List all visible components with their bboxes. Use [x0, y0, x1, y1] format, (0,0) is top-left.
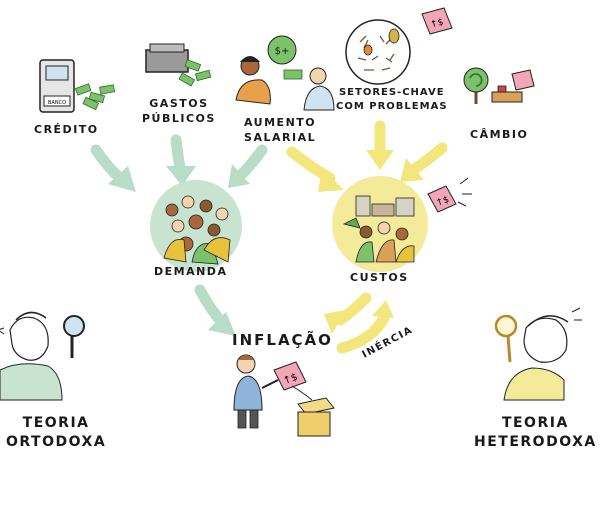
price-tag-setores-text: ↑$ [429, 17, 444, 30]
orthodox-economist-illustration [0, 311, 85, 401]
inflation-man-illustration [233, 354, 279, 429]
arrow-inercia-loop-head [372, 300, 394, 318]
price-tag-inflacao-icon: ↑$ [273, 361, 313, 401]
arrow-credito-to-demanda-head [108, 166, 136, 192]
price-tag-inflacao-text: ↑$ [282, 372, 300, 387]
arrow-custos-to-inflacao [334, 292, 372, 326]
speech-bubble-money: $+ [275, 46, 290, 57]
price-tag-custos-icon: ↑$ [427, 177, 472, 213]
exchange-rate-icon [463, 67, 535, 104]
arrow-gastos-to-demanda-head [166, 166, 196, 186]
arrow-gastos-to-demanda [170, 134, 186, 174]
atm-label: BANCO [48, 100, 66, 106]
label-credito-text: CRÉDITO [34, 123, 99, 136]
arrow-aumento-to-demanda [236, 144, 268, 180]
box-icon [297, 397, 335, 437]
label-demanda: DEMANDA [154, 265, 227, 280]
demand-arrows [90, 134, 268, 336]
label-setores-line1: SETORES-CHAVE [338, 87, 445, 98]
arrow-aumento-to-custos-head [318, 168, 344, 192]
heterodox-economist-illustration [494, 307, 582, 401]
money-printer-icon [145, 43, 212, 87]
arrow-aumento-to-demanda-head [228, 164, 250, 188]
label-cambio-text: CÂMBIO [470, 128, 529, 141]
label-aumento-salarial: AUMENTO SALARIAL [244, 116, 316, 146]
arrow-demanda-to-inflacao [194, 284, 228, 328]
label-demanda-text: DEMANDA [154, 265, 228, 278]
price-tag-setores-icon: ↑$ [421, 7, 453, 35]
demand-crowd-illustration [150, 180, 242, 272]
arrow-cambio-to-custos [410, 142, 448, 174]
label-credito: CRÉDITO [34, 123, 99, 138]
label-teoria-heterodoxa: TEORIA HETERODOXA [474, 414, 597, 452]
cost-factory-illustration [332, 176, 428, 272]
label-heterodoxa-line2: HETERODOXA [474, 433, 597, 450]
arrow-cambio-to-custos-head [400, 158, 424, 182]
label-heterodoxa-line1: TEORIA [501, 415, 569, 431]
label-inflacao-text: INFLAÇÃO [232, 331, 333, 349]
price-tag-custos-text: ↑$ [435, 195, 451, 209]
label-cambio: CÂMBIO [470, 128, 528, 143]
label-custos-text: CUSTOS [350, 271, 409, 284]
wage-negotiation-icon: $+ [235, 35, 335, 111]
label-gastos-line2: PÚBLICOS [142, 111, 216, 125]
key-sectors-icon [345, 19, 411, 85]
money-bills-icon [74, 83, 116, 111]
arrow-inercia-loop [336, 312, 390, 354]
label-setores-chave: SETORES-CHAVE COM PROBLEMAS [336, 86, 448, 113]
label-aumento-line2: SALARIAL [244, 130, 317, 144]
arrow-custos-to-inflacao-head [324, 310, 346, 334]
label-aumento-line1: AUMENTO [244, 116, 317, 129]
arrow-demanda-to-inflacao-head [208, 312, 236, 336]
label-setores-line2: COM PROBLEMAS [336, 100, 448, 112]
label-gastos-line1: GASTOS [149, 97, 209, 110]
cost-arrows [286, 120, 448, 354]
label-teoria-ortodoxa: TEORIA ORTODOXA [6, 414, 106, 452]
arrow-setores-to-custos-head [366, 150, 394, 170]
label-custos: CUSTOS [350, 271, 409, 286]
label-ortodoxa-line1: TEORIA [22, 415, 90, 431]
atm-icon: BANCO [39, 59, 75, 113]
label-ortodoxa-line2: ORTODOXA [6, 433, 107, 450]
label-inflacao: INFLAÇÃO [232, 330, 333, 350]
label-gastos-publicos: GASTOS PÚBLICOS [142, 97, 216, 127]
